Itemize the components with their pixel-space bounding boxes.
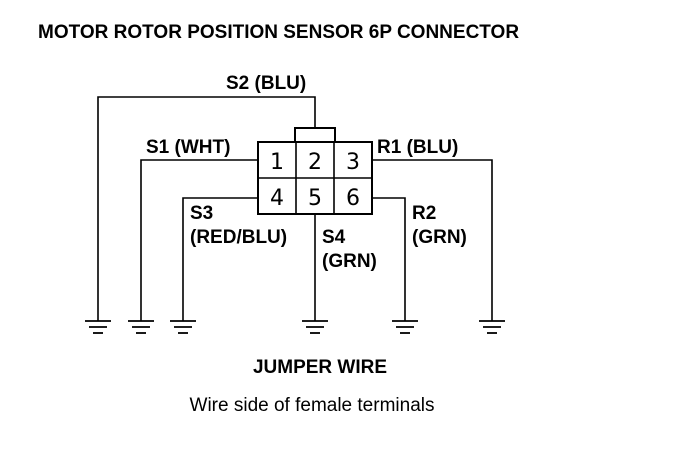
diagram-title: MOTOR ROTOR POSITION SENSOR 6P CONNECTOR: [38, 22, 519, 43]
caption: Wire side of female terminals: [190, 395, 435, 416]
wire-s2: [97, 96, 316, 321]
wire-r1: [372, 159, 493, 321]
ground-icon: [479, 320, 505, 334]
label-s1: S1 (WHT): [146, 137, 230, 158]
wiring: [97, 96, 493, 321]
label-s4-code: S4: [322, 227, 346, 248]
label-r1: R1 (BLU): [377, 137, 458, 158]
label-s2: S2 (BLU): [226, 73, 306, 94]
ground-icon: [85, 320, 111, 334]
pin-6: 6: [346, 186, 360, 211]
ground-icon: [302, 320, 328, 334]
pin-2: 2: [308, 150, 322, 175]
ground-icon: [392, 320, 418, 334]
ground-symbols: [85, 320, 505, 334]
jumper-wire-label: JUMPER WIRE: [253, 357, 387, 378]
pin-3: 3: [346, 150, 360, 175]
pin-5: 5: [308, 186, 322, 211]
label-s3-color: (RED/BLU): [190, 227, 287, 248]
label-s3-code: S3: [190, 203, 213, 224]
wire-s1: [140, 159, 258, 321]
wire-s3: [182, 197, 258, 321]
pin-4: 4: [270, 186, 284, 211]
label-r2-code: R2: [412, 203, 436, 224]
pin-1: 1: [270, 150, 284, 175]
wire-r2: [372, 197, 406, 321]
ground-icon: [170, 320, 196, 334]
label-s4-color: (GRN): [322, 251, 377, 272]
connector-6p: 1 2 3 4 5 6: [257, 127, 373, 215]
ground-icon: [128, 320, 154, 334]
label-r2-color: (GRN): [412, 227, 467, 248]
